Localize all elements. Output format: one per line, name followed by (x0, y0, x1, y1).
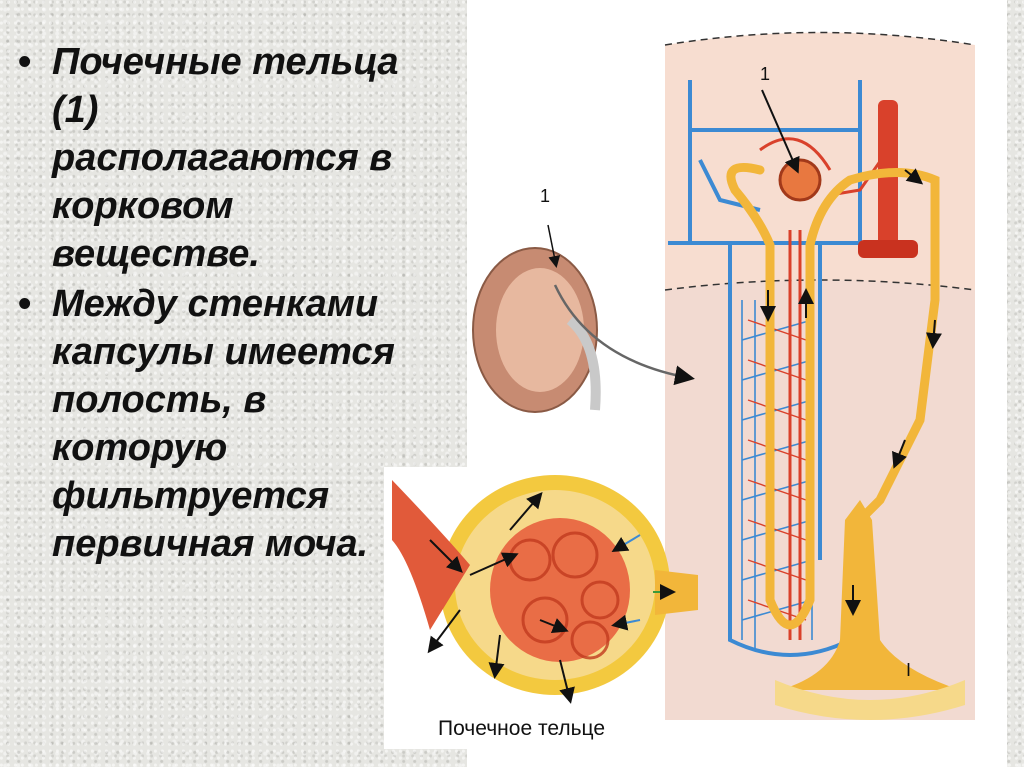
glomerulus (780, 160, 820, 200)
arcuate-artery (858, 240, 918, 258)
kidney-label: 1 (540, 186, 550, 207)
kidney-medulla (496, 268, 584, 392)
nephron-label: 1 (760, 64, 770, 85)
figure-caption: Почечное тельце (438, 717, 605, 741)
pelvis-label: I (906, 660, 911, 681)
